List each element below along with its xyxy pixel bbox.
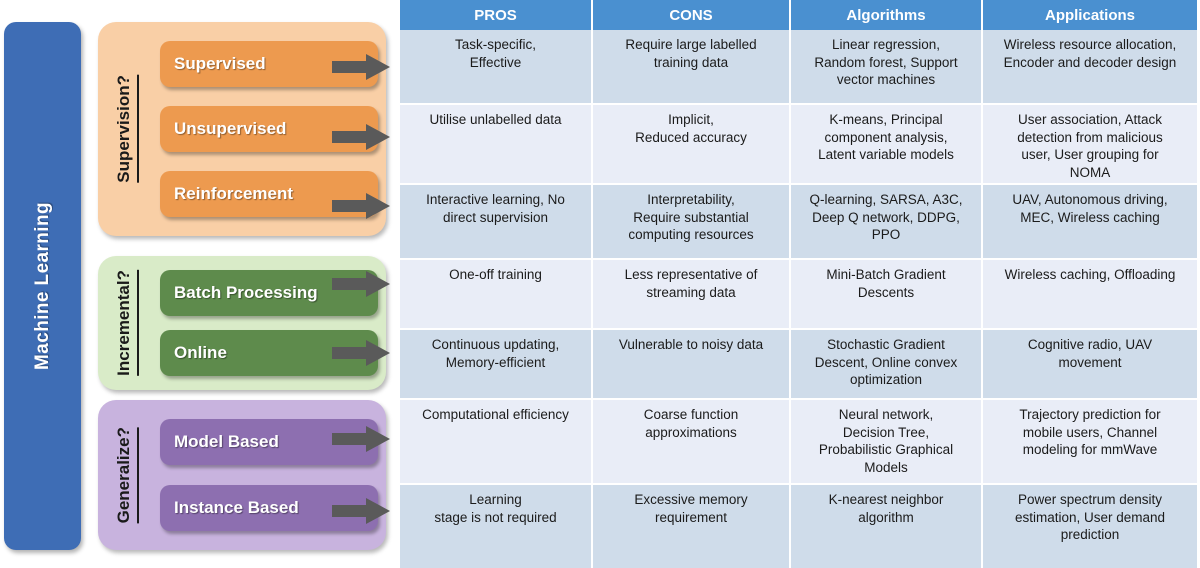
column-header-cons: CONS: [593, 0, 791, 30]
arrow-icon-online: [332, 340, 390, 366]
root-node-machine-learning: Machine Learning: [4, 22, 81, 550]
table-cell-algorithms: Neural network,Decision Tree,Probabilist…: [791, 400, 983, 483]
arrow-icon-batch-processing: [332, 271, 390, 297]
arrow-icon-model-based: [332, 426, 390, 452]
group-generalize: Generalize? Model Based Instance Based: [98, 400, 386, 550]
table-cell-applications: Wireless caching, Offloading: [1004, 267, 1176, 282]
table-cell-applications: UAV, Autonomous driving,MEC, Wireless ca…: [1012, 192, 1168, 225]
group-supervision: Supervision? Supervised Unsupervised Rei…: [98, 22, 386, 236]
group-label-supervision: Supervision?: [106, 22, 146, 236]
arrow-icon-instance-based: [332, 498, 390, 524]
node-label: Supervised: [174, 54, 266, 73]
column-header-pros: PROS: [400, 0, 593, 30]
node-batch-processing[interactable]: Batch Processing: [160, 270, 378, 316]
comparison-table: PROS CONS Algorithms Applications Task-s…: [400, 0, 1197, 568]
node-label: Reinforcement: [174, 184, 294, 203]
table-cell-cons: Implicit,Reduced accuracy: [593, 105, 791, 183]
arrow-icon-reinforcement: [332, 193, 390, 219]
column-header-algorithms: Algorithms: [791, 0, 983, 30]
node-model-based[interactable]: Model Based: [160, 419, 378, 466]
arrow-icon-supervised: [332, 54, 390, 80]
node-label: Batch Processing: [174, 283, 318, 302]
group-question-incremental: Incremental?: [113, 270, 139, 376]
table-header-row: PROS CONS Algorithms Applications: [400, 0, 1197, 30]
table-cell-cons: Vulnerable to noisy data: [593, 330, 791, 398]
root-node-label: Machine Learning: [31, 202, 53, 370]
node-unsupervised[interactable]: Unsupervised: [160, 106, 378, 152]
node-label: Unsupervised: [174, 119, 287, 138]
group-incremental: Incremental? Batch Processing Online: [98, 256, 386, 390]
group-nodes-generalize: Model Based Instance Based: [160, 400, 378, 550]
node-label: Online: [174, 343, 227, 362]
table-cell-pros: One-off training: [400, 260, 593, 328]
table-cell-pros: Utilise unlabelled data: [400, 105, 593, 183]
group-label-incremental: Incremental?: [106, 256, 146, 390]
node-reinforcement[interactable]: Reinforcement: [160, 171, 378, 217]
table-cell-pros: Continuous updating,Memory-efficient: [400, 330, 593, 398]
node-label: Model Based: [174, 432, 279, 452]
node-label: Instance Based: [174, 497, 299, 517]
table-cell-applications: Wireless resource allocation,Encoder and…: [1003, 37, 1177, 70]
arrow-icon-unsupervised: [332, 124, 390, 150]
column-header-applications: Applications: [983, 0, 1197, 30]
table-cell-pros: Task-specific,Effective: [400, 30, 593, 103]
table-cell-algorithms: Q-learning, SARSA, A3C,Deep Q network, D…: [791, 185, 983, 258]
table-cell-algorithms: Linear regression,Random forest, Support…: [791, 30, 983, 103]
group-question-generalize: Generalize?: [113, 426, 139, 524]
group-nodes-incremental: Batch Processing Online: [160, 256, 378, 390]
group-label-generalize: Generalize?: [106, 400, 146, 550]
group-question-supervision: Supervision?: [113, 75, 139, 183]
table-cell-pros: Computational efficiency: [400, 400, 593, 483]
